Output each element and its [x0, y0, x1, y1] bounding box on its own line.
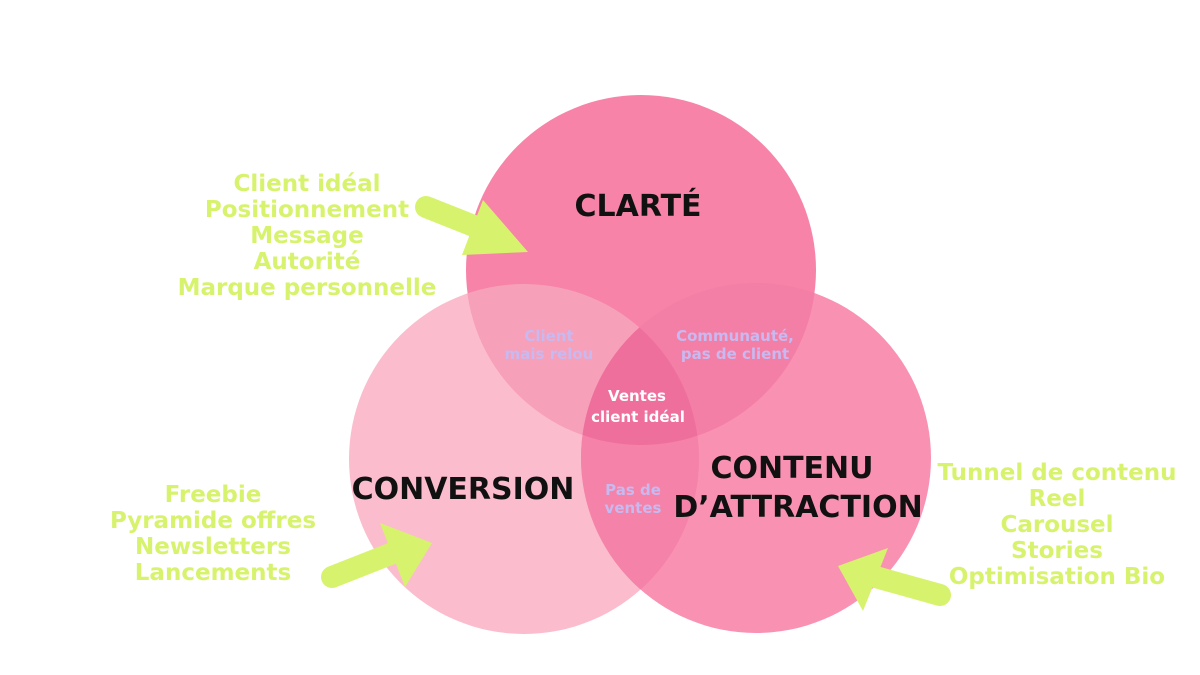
conversion-list-item: Newsletters: [135, 534, 291, 560]
contenu-title-line2: D’ATTRACTION: [673, 490, 922, 525]
arrow-right-down-icon: [415, 196, 528, 255]
clarte-title: CLARTÉ: [574, 188, 701, 224]
clarte-list-item: Autorité: [254, 249, 361, 275]
conversion-list-item: Pyramide offres: [110, 508, 316, 534]
conversion-list: Freebie Pyramide offres Newsletters Lanc…: [110, 482, 316, 586]
conversion-list-item: Freebie: [165, 482, 262, 508]
intersection-clarte-contenu-line1: Communauté,: [676, 327, 794, 345]
intersection-conversion-contenu-line1: Pas de: [605, 481, 661, 499]
clarte-list-item: Client idéal: [234, 171, 381, 197]
clarte-list: Client idéal Positionnement Message Auto…: [178, 171, 437, 301]
contenu-list-item: Carousel: [1000, 512, 1113, 538]
contenu-list-item: Tunnel de contenu: [938, 460, 1177, 486]
intersection-center-line1: Ventes: [608, 387, 666, 405]
contenu-title-line1: CONTENU: [710, 451, 873, 486]
intersection-clarte-conversion-line2: mais relou: [505, 345, 594, 363]
contenu-list-item: Optimisation Bio: [949, 564, 1165, 590]
contenu-list: Tunnel de contenu Reel Carousel Stories …: [938, 460, 1177, 590]
contenu-list-item: Reel: [1029, 486, 1086, 512]
contenu-list-item: Stories: [1011, 538, 1103, 564]
clarte-list-item: Marque personnelle: [178, 275, 437, 301]
intersection-conversion-contenu-line2: ventes: [605, 499, 662, 517]
intersection-clarte-conversion-line1: Client: [524, 327, 573, 345]
conversion-list-item: Lancements: [135, 560, 291, 586]
intersection-center-line2: client idéal: [591, 408, 685, 426]
arrow-left-up-icon: [838, 548, 951, 611]
clarte-list-item: Message: [250, 223, 363, 249]
intersection-clarte-contenu-line2: pas de client: [681, 345, 789, 363]
clarte-list-item: Positionnement: [205, 197, 409, 223]
arrow-right-up-icon: [321, 523, 432, 588]
conversion-title: CONVERSION: [352, 472, 575, 507]
overlap-center: [581, 284, 699, 445]
